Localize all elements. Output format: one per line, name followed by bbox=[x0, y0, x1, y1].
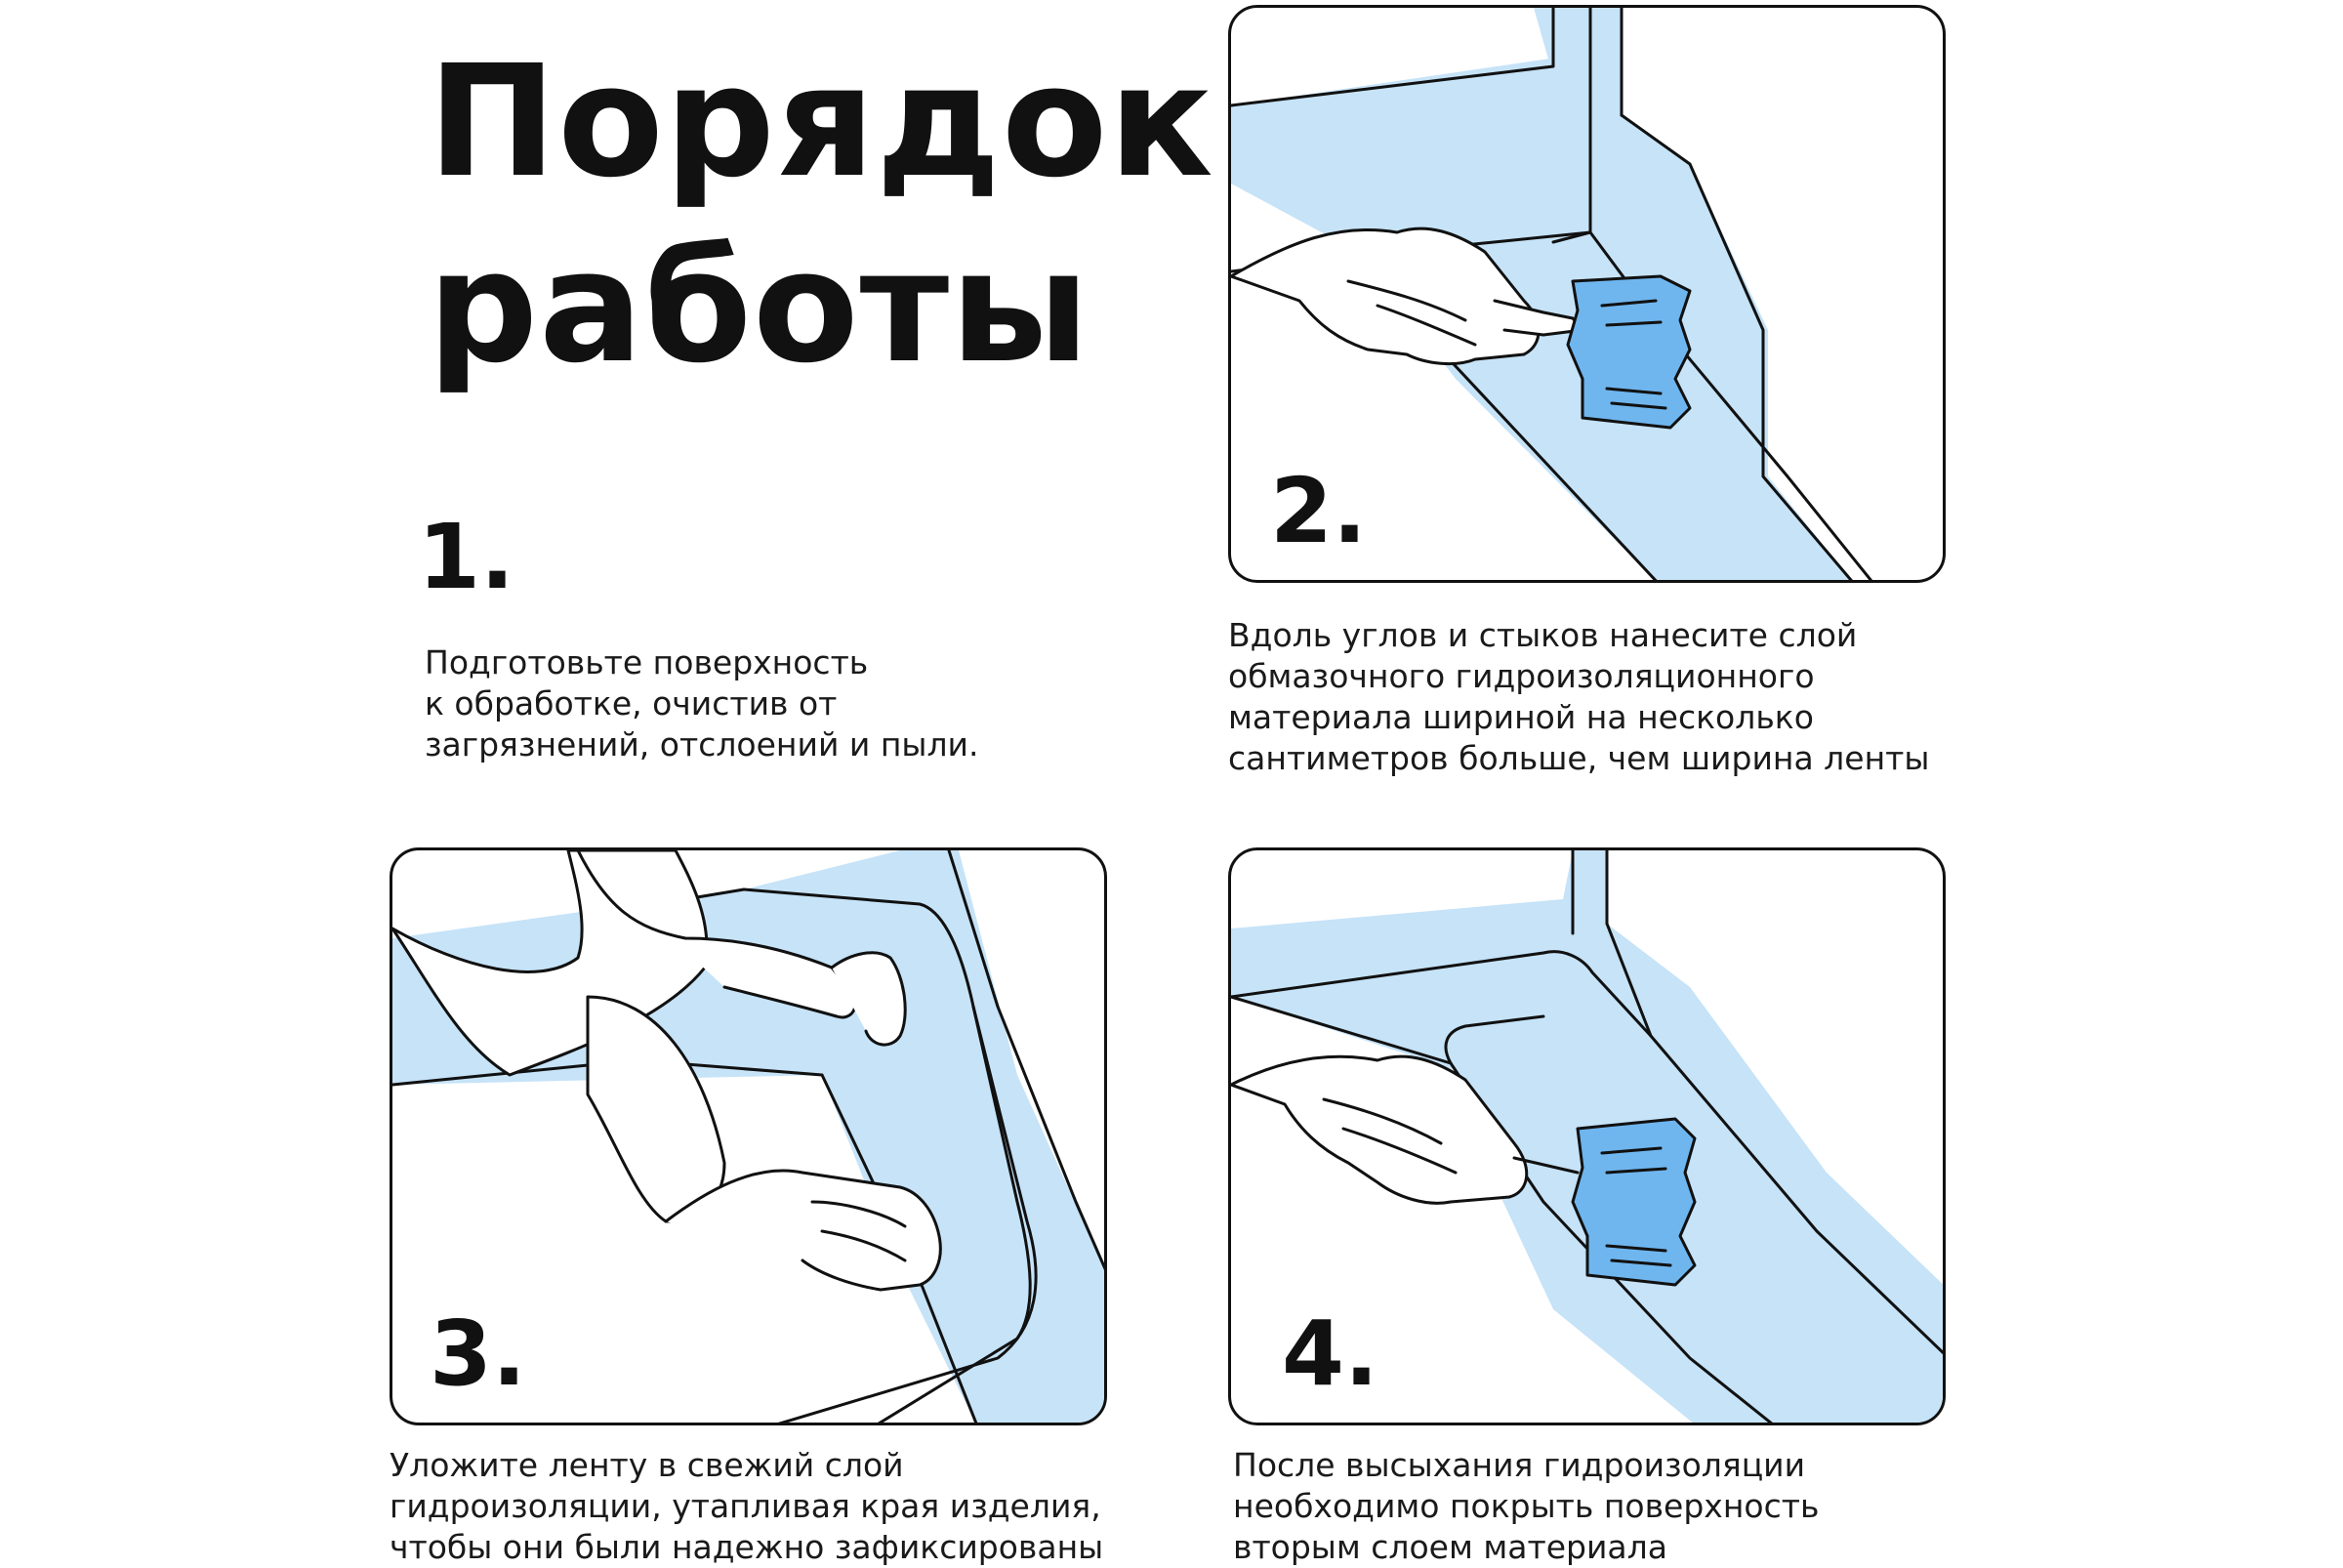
step-1-line: к обработке, очистив от bbox=[425, 684, 838, 722]
step-4-panel: 4. bbox=[1228, 847, 1946, 1425]
step-1-line: Подготовьте поверхность bbox=[425, 643, 869, 681]
step-2-text: Вдоль углов и стыков нанесите слой обмаз… bbox=[1228, 615, 1929, 779]
step-4-text: После высыхания гидроизоляции необходимо… bbox=[1233, 1445, 1819, 1568]
step-4-line: вторым слоем материала bbox=[1233, 1528, 1667, 1566]
page-title-line-1: Порядок bbox=[428, 32, 1214, 212]
hand-brush-second-coat-illustration-icon bbox=[1231, 850, 1943, 1423]
step-4-line: необходимо покрыть поверхность bbox=[1233, 1487, 1820, 1525]
step-1-line: загрязнений, отслоений и пыли. bbox=[425, 725, 979, 763]
step-1-text: Подготовьте поверхность к обработке, очи… bbox=[425, 642, 978, 765]
step-2-line: Вдоль углов и стыков нанесите слой bbox=[1228, 616, 1858, 654]
step-3-text: Уложите ленту в свежий слой гидроизоляци… bbox=[390, 1445, 1103, 1568]
hands-laying-tape-illustration-icon bbox=[392, 850, 1104, 1423]
step-3-line: Уложите ленту в свежий слой bbox=[390, 1446, 904, 1484]
step-4-number: 4. bbox=[1282, 1301, 1378, 1406]
step-3-line: гидроизоляции, утапливая края изделия, bbox=[390, 1487, 1101, 1525]
step-2-line: сантиметров больше, чем ширина ленты bbox=[1228, 739, 1930, 777]
hand-brush-corner-illustration-icon bbox=[1231, 8, 1873, 580]
step-2-line: материала шириной на несколько bbox=[1228, 698, 1814, 736]
page-title: Порядок работы bbox=[428, 29, 1214, 400]
step-4-line: После высыхания гидроизоляции bbox=[1233, 1446, 1806, 1484]
step-2-number: 2. bbox=[1270, 459, 1367, 563]
step-1-number: 1. bbox=[418, 505, 514, 609]
step-3-number: 3. bbox=[430, 1301, 526, 1406]
step-2-panel: 2. bbox=[1228, 5, 1946, 583]
step-3-line: чтобы они были надежно зафиксированы bbox=[390, 1528, 1104, 1566]
page-title-line-2: работы bbox=[428, 218, 1091, 397]
step-2-line: обмазочного гидроизоляционного bbox=[1228, 657, 1815, 695]
step-3-panel: 3. bbox=[390, 847, 1107, 1425]
